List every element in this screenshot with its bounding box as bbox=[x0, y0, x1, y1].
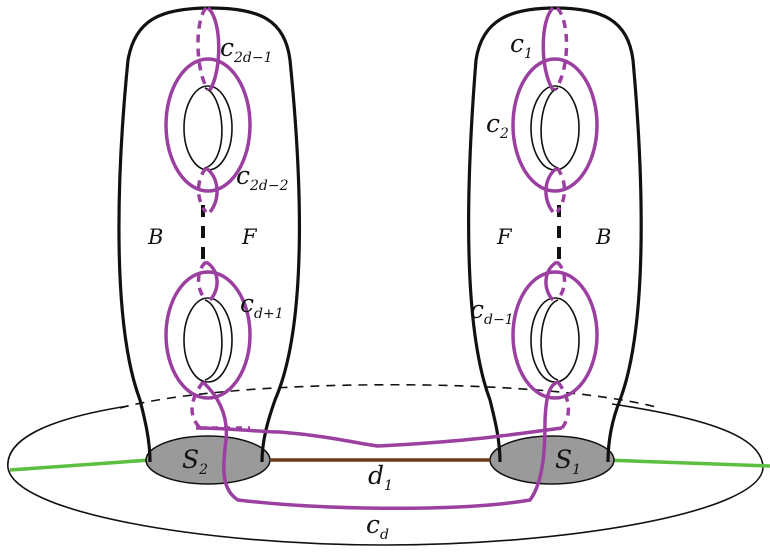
label-c-d-minus-1: cd−1 bbox=[470, 295, 514, 328]
curve-left-lower-front bbox=[204, 260, 219, 302]
label-c-2d-minus-2: c2d−2 bbox=[236, 161, 289, 194]
base-ellipse-front bbox=[7, 403, 764, 546]
right-hole-top-inner bbox=[540, 87, 559, 169]
curve-connector bbox=[195, 426, 563, 448]
curve-c2d-1-front bbox=[206, 6, 221, 91]
curve-cd-1 bbox=[511, 270, 599, 400]
right-handle-outline bbox=[467, 6, 643, 463]
curve-cd bbox=[201, 380, 559, 510]
label-c-d: cd bbox=[366, 510, 389, 543]
curve-c2 bbox=[511, 57, 599, 193]
curve-right-lower-front bbox=[544, 260, 559, 302]
curve-cd+1 bbox=[164, 270, 252, 400]
label-c-2: c2 bbox=[486, 109, 509, 142]
green-arc-right bbox=[603, 458, 770, 468]
label-s-2: S2 bbox=[182, 445, 208, 478]
curve-cd-back-left bbox=[190, 380, 205, 430]
curve-cd-back-right bbox=[556, 380, 571, 430]
right-hole-bottom bbox=[530, 297, 580, 383]
curve-c2d-2 bbox=[164, 57, 252, 193]
curve-left-mid-front bbox=[204, 166, 219, 214]
label-right-b: B bbox=[595, 225, 611, 249]
green-arc-left bbox=[9, 458, 151, 472]
right-hole-bottom-inner bbox=[540, 299, 559, 381]
right-hole-top bbox=[530, 85, 580, 171]
curve-right-mid-front bbox=[544, 166, 559, 214]
curve-c2d-1-back bbox=[196, 6, 210, 91]
left-hole-top bbox=[183, 85, 233, 171]
curve-c1-front bbox=[541, 6, 555, 91]
base-ellipse-back bbox=[119, 383, 661, 409]
label-left-f: F bbox=[241, 225, 258, 249]
label-c-1: c1 bbox=[510, 29, 533, 62]
curve-c1-back bbox=[553, 6, 569, 92]
curve-right-lower-back bbox=[555, 260, 567, 302]
label-c-d-plus-1: cd+1 bbox=[240, 289, 284, 322]
label-right-f: F bbox=[496, 225, 513, 249]
label-left-b: B bbox=[147, 225, 163, 249]
curve-right-mid-back bbox=[555, 166, 567, 214]
label-d-1: d1 bbox=[368, 461, 393, 494]
label-c-2d-minus-1: c2d−1 bbox=[220, 33, 273, 66]
left-handle-outline bbox=[117, 6, 302, 463]
curve-left-lower-back bbox=[196, 260, 208, 302]
label-s-1: S1 bbox=[555, 445, 581, 478]
left-hole-top-inner bbox=[204, 87, 223, 169]
left-hole-bottom-inner bbox=[204, 299, 223, 381]
curve-left-mid-back bbox=[196, 166, 208, 214]
disk-s1 bbox=[489, 435, 615, 485]
left-hole-bottom bbox=[183, 297, 233, 383]
